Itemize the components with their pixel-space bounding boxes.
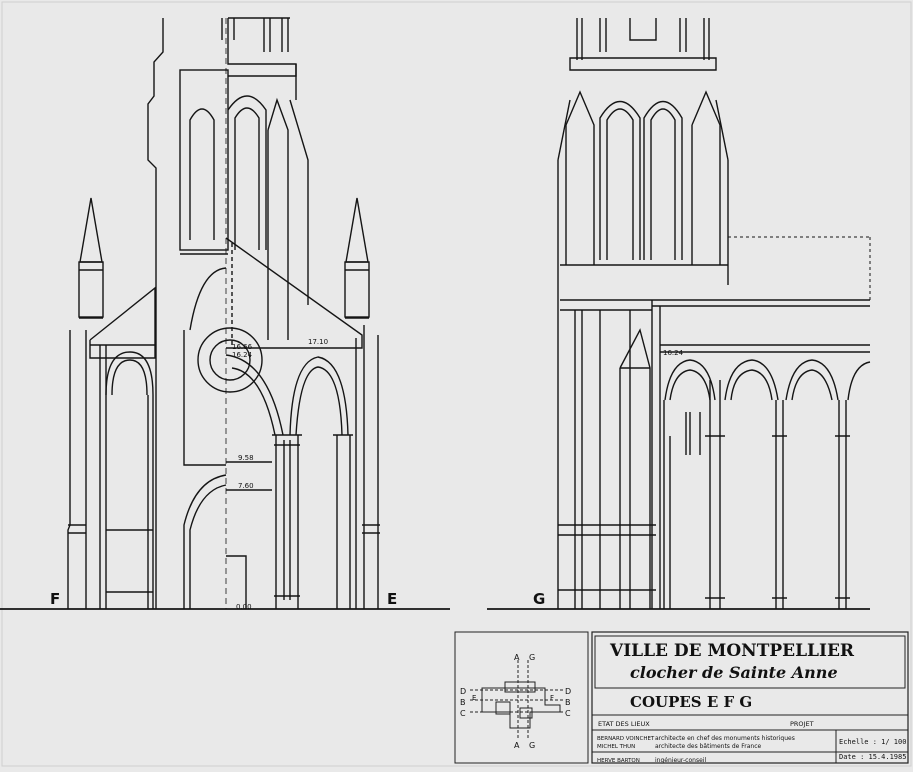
section-label-g: G <box>533 590 545 608</box>
architect-name: MICHEL THUN <box>597 744 635 750</box>
elevation-label: 16.24 <box>663 349 684 357</box>
building-name: clocher de Sainte Anne <box>630 663 838 682</box>
key-plan-label: C <box>460 709 466 718</box>
key-plan-label: D <box>460 687 466 696</box>
elevation-marks: 16.66 16.24 17.10 9.58 7.60 0.00 16.24 <box>232 338 684 611</box>
section-fe-drawing <box>0 17 450 610</box>
city-name: VILLE DE MONTPELLIER <box>609 641 855 661</box>
key-plan-label: E <box>472 694 476 702</box>
elevation-label: 7.60 <box>238 482 254 490</box>
elevation-label: 9.58 <box>238 454 254 462</box>
key-plan-label: G <box>529 741 535 750</box>
key-plan-label: B <box>565 698 571 707</box>
section-label-e: E <box>387 590 397 608</box>
key-plan-label: B <box>460 698 466 707</box>
key-plan-label: A <box>514 741 520 750</box>
key-plan-label: G <box>529 653 535 662</box>
title-block: VILLE DE MONTPELLIER clocher de Sainte A… <box>591 631 909 764</box>
key-plan-label: A <box>514 653 520 662</box>
architect-name: BERNARD VOINCHET <box>597 736 655 742</box>
scale-label: Echelle : 1/ 100 <box>839 738 906 746</box>
elevation-label: 0.00 <box>236 603 252 611</box>
elevation-label: 16.66 <box>232 343 253 351</box>
project-label: PROJET <box>790 720 814 728</box>
architect-role: architecte en chef des monuments histori… <box>655 735 795 742</box>
section-g-drawing <box>487 18 871 610</box>
key-plan-label: D <box>565 687 571 696</box>
date-label: Date : 15.4.1985 <box>839 753 906 761</box>
elevation-label: 17.10 <box>308 338 328 346</box>
section-label-f: F <box>50 590 60 608</box>
key-plan-label: C <box>565 709 571 718</box>
elevation-label: 16.24 <box>232 351 253 359</box>
engineer-name: HERVE BARTON <box>597 758 640 764</box>
key-plan: A A G G D D B B C C E F <box>454 631 589 764</box>
engineer-role: ingénieur-conseil <box>655 757 706 764</box>
key-plan-label: F <box>550 694 554 702</box>
state-label: ETAT DES LIEUX <box>598 720 650 728</box>
sheet-title: COUPES E F G <box>630 693 752 711</box>
architect-role: architecte des bâtiments de France <box>655 743 762 750</box>
